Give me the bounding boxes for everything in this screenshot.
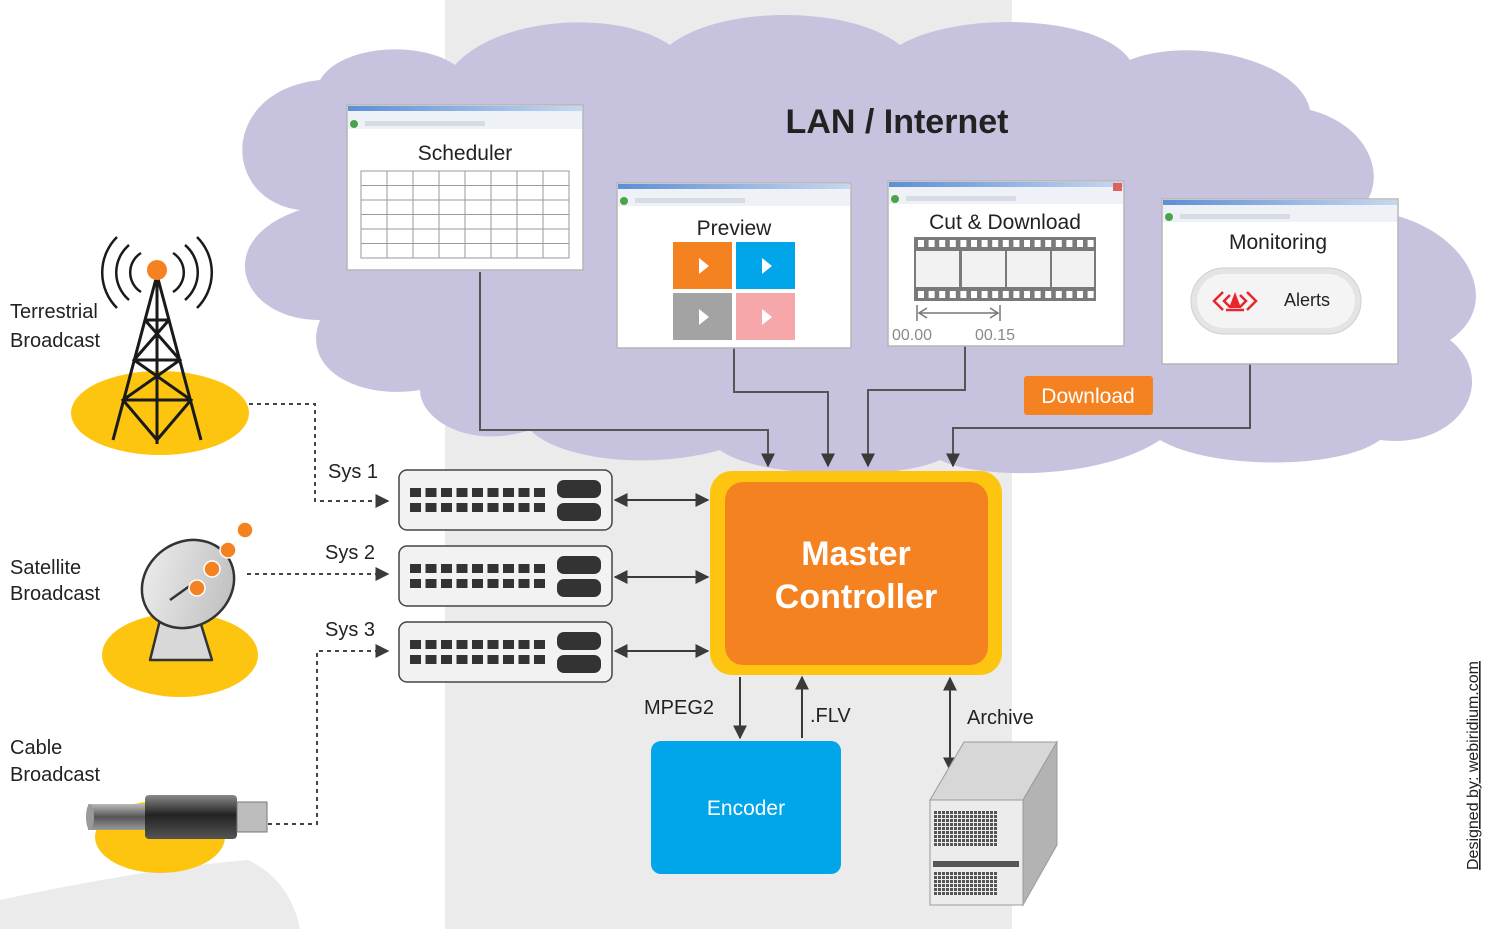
- sys-1-unit[interactable]: [398, 469, 613, 531]
- encoder-box[interactable]: Encoder: [651, 741, 841, 874]
- sys-3-label: Sys 3: [325, 619, 375, 641]
- sys-2-label: Sys 2: [325, 542, 375, 564]
- satellite-label-2: Broadcast: [10, 583, 100, 605]
- terrestrial-label-1: Terrestrial: [10, 301, 98, 323]
- monitoring-title: Monitoring: [1229, 231, 1327, 254]
- master-controller-label-2: Controller: [775, 578, 937, 616]
- preview-tile-pink[interactable]: [736, 293, 795, 340]
- signal-dot-icon: [236, 521, 254, 539]
- window-connections: [479, 272, 1251, 468]
- signal-dot-icon: [203, 560, 221, 578]
- terrestrial-label-2: Broadcast: [10, 330, 100, 352]
- cable-label-2: Broadcast: [10, 764, 100, 786]
- archive-label: Archive: [967, 707, 1034, 729]
- terrestrial-source: Terrestrial Broadcast: [10, 236, 249, 455]
- scheduler-grid: [360, 170, 570, 259]
- cloud-title: LAN / Internet: [786, 103, 1009, 141]
- cut-range-marker: [916, 305, 1001, 321]
- download-button-label: Download: [1041, 385, 1134, 408]
- corner-background-panel: [0, 860, 300, 929]
- preview-tile-blue[interactable]: [736, 242, 795, 289]
- signal-dot-icon: [219, 541, 237, 559]
- preview-title: Preview: [697, 217, 773, 240]
- cut-time-start: 00.00: [892, 327, 932, 344]
- satellite-label-1: Satellite: [10, 557, 81, 579]
- play-icon: [699, 309, 709, 325]
- cable-connector-icon: [86, 795, 268, 839]
- alarm-icon: [1212, 291, 1258, 312]
- cable-label-1: Cable: [10, 737, 62, 759]
- cut-download-title: Cut & Download: [929, 211, 1081, 234]
- satellite-source: Satellite Broadcast: [10, 521, 258, 697]
- antenna-signal-icon: [147, 260, 167, 280]
- system-units: [398, 469, 613, 683]
- preview-window[interactable]: Preview: [616, 182, 852, 349]
- preview-tile-orange[interactable]: [673, 242, 732, 289]
- play-icon: [699, 258, 709, 274]
- mpeg2-label: MPEG2: [644, 697, 714, 719]
- sys-1-label: Sys 1: [328, 461, 378, 483]
- credit-text: Designed by: webiridium.com: [1465, 661, 1482, 870]
- play-icon: [762, 258, 772, 274]
- monitoring-window[interactable]: Monitoring Alerts: [1161, 198, 1399, 365]
- antenna-tower-icon: [100, 236, 214, 444]
- encoder-label: Encoder: [707, 797, 785, 820]
- cable-source: Cable Broadcast: [10, 737, 268, 873]
- scheduler-title: Scheduler: [418, 142, 513, 165]
- film-strip: [914, 237, 1096, 301]
- archive-server-icon[interactable]: [929, 740, 1058, 907]
- system-master-arrows: [613, 493, 710, 658]
- encoder-archive-arrows: [733, 675, 957, 772]
- master-controller[interactable]: Master Controller: [710, 471, 1002, 675]
- play-icon: [762, 309, 772, 325]
- signal-dot-icon: [188, 579, 206, 597]
- master-controller-label-1: Master: [801, 535, 911, 573]
- scheduler-window[interactable]: Scheduler: [346, 104, 584, 271]
- preview-tile-gray[interactable]: [673, 293, 732, 340]
- download-button[interactable]: Download: [1024, 376, 1153, 415]
- cut-download-window[interactable]: Cut & Download 00.00 00.15: [887, 180, 1125, 347]
- sys-3-unit[interactable]: [398, 621, 613, 683]
- alerts-button[interactable]: Alerts: [1190, 267, 1362, 335]
- sys-2-unit[interactable]: [398, 545, 613, 607]
- flv-label: .FLV: [810, 705, 851, 727]
- alerts-label: Alerts: [1284, 290, 1330, 310]
- source-connections: [247, 403, 390, 825]
- cut-time-end: 00.15: [975, 327, 1015, 344]
